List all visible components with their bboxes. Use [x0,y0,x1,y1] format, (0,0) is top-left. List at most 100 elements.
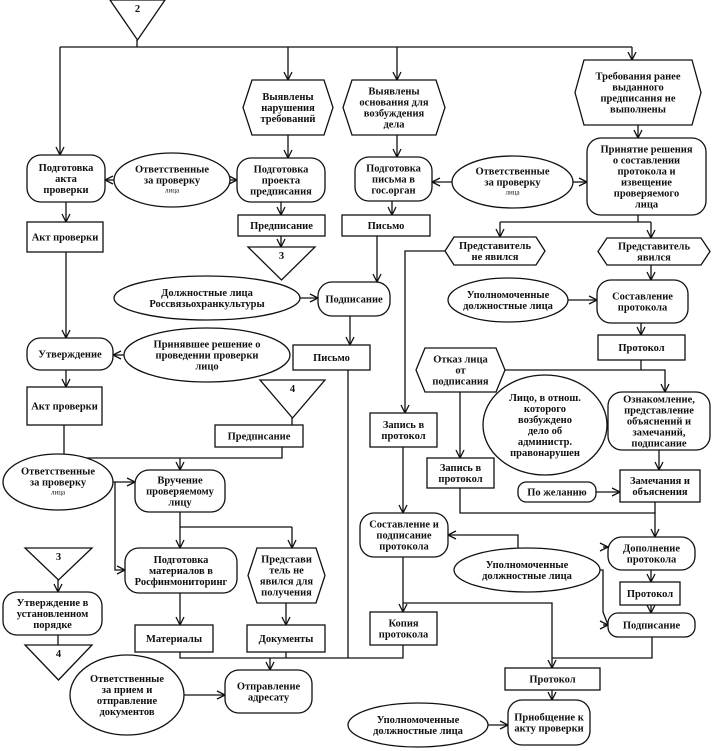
ell-shape [69,654,185,736]
rr-shape [507,699,591,746]
node-label: Россвязьохранкультуры [149,299,264,310]
node-label: порядке [33,620,72,631]
node-protocol1: Протокол [597,334,686,361]
connector-line [602,611,609,626]
ell-shape [453,547,601,593]
node-conn4a: 4 [258,379,327,420]
node-label: Отказ лица [433,355,488,366]
rr-shape [586,137,707,216]
hex-shape [415,347,506,393]
ell-shape [113,152,231,208]
node-label: Составление и [369,520,439,531]
node-label: за прием и [102,685,153,696]
hex-shape [597,237,711,266]
rr-shape [359,512,449,558]
node-label: Ответственные [21,467,95,478]
connector-arrow [405,250,445,413]
node-signing2: Подписание [607,612,696,638]
node-label: администр. [518,437,573,448]
node-label: Протокол [618,343,664,354]
ell-shape [447,277,569,323]
node-label: Выявлены [368,87,419,98]
ell-shape [113,275,301,321]
node-label: представление [624,406,694,417]
ell-shape [482,374,608,476]
node-label: 3 [279,251,284,262]
node-label: Копия [388,619,418,630]
node-label: Ответственные [90,674,164,685]
tri-shape [23,644,94,681]
connector-arrow [459,488,655,537]
node-label: По желанию [527,488,586,499]
node-label: о составлении [613,156,680,167]
node-label: Подготовка [154,555,210,566]
node-label: основания для [359,98,428,109]
node-label: проведении проверки [156,351,259,362]
rr-shape [224,669,313,714]
node-order1: Предписание [237,214,326,237]
node-label: за проверку [144,176,201,187]
node-label: возбуждения [364,109,425,120]
node-label: тель не [269,566,304,577]
rect-shape [597,334,686,361]
connector-line [63,425,283,459]
rect-shape [504,667,601,691]
hex-shape [242,79,334,136]
connector-line [179,512,292,528]
node-label: Уполномоченные [377,715,460,726]
node-label: установленном [17,609,89,620]
rect-shape [214,424,304,448]
rr-shape [2,591,103,636]
ell-shape [2,453,114,511]
rr-shape [124,547,238,594]
node-label: Ознакомление, [623,395,695,406]
node-label: протокола [379,630,429,641]
node-label: протокола и [617,167,675,178]
node-order2: Предписание [214,424,304,448]
node-label: объяснений и [627,417,691,428]
tri-shape [23,547,94,581]
node-label: Замечания и [630,476,690,487]
node-label: подписание [631,439,687,450]
node-label: протокола [379,542,429,553]
node-label: явился [637,253,671,264]
connector-line [552,637,653,659]
ell-shape [347,702,489,748]
rect-shape [246,624,326,653]
rr-shape [607,536,696,571]
rr-shape [26,337,114,371]
hex-shape [247,547,326,604]
node-label: Должностные лица [161,288,253,299]
node-label: Представитель [618,242,690,253]
node-label: извещение [621,178,672,189]
node-label: акта [55,174,78,185]
node-label: проекта [262,176,301,187]
node-label: дела [383,120,405,131]
node-optional: По желанию [517,481,597,503]
connector-arrow [114,482,125,570]
node-label: Протокол [529,675,575,686]
node-label: за проверку [484,178,541,189]
node-label: выполнены [610,105,666,116]
node-label: Составление [612,292,673,303]
node-documents: Документы [246,624,326,653]
node-label: Вручение [157,476,203,487]
ell-shape [451,155,574,209]
node-conn2: 2 [109,0,166,42]
node-signing1: Подписание [317,281,391,317]
node-label: дело об [528,426,562,437]
node-label: Представи [261,555,312,566]
node-label: получения [261,588,312,599]
rect-shape [369,412,438,448]
